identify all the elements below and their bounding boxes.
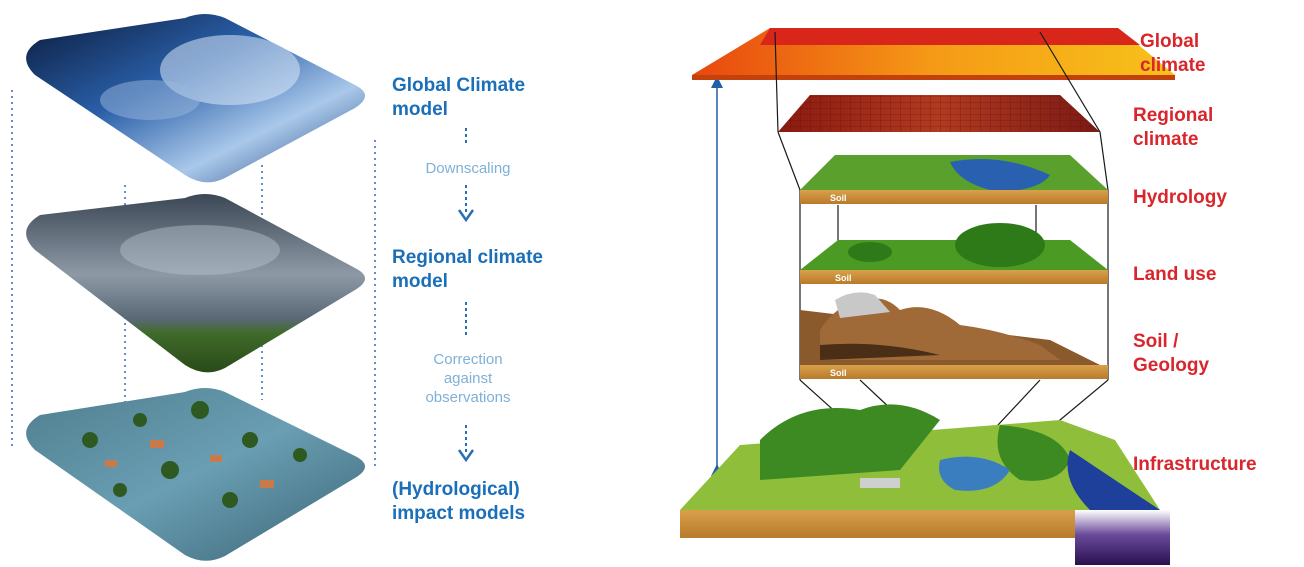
label-regional-climate: Regional climate xyxy=(1133,105,1214,150)
label-land-use: Land use xyxy=(1133,264,1217,285)
soil-tag-hydrology: Soil xyxy=(830,193,847,203)
layer-photo-impact xyxy=(26,388,365,561)
layer-infrastructure xyxy=(680,404,1170,565)
label-soil-geology: Soil / Geology xyxy=(1133,331,1210,376)
layer-land-use: Soil xyxy=(800,223,1108,284)
layer-photo-regional xyxy=(26,194,365,373)
step-correction: Correction against observations xyxy=(425,351,511,406)
step-impact-models: (Hydrological) impact models xyxy=(392,479,526,524)
step-regional-climate-model: Regional climate model xyxy=(392,247,543,292)
step-global-climate-model: Global Climate model xyxy=(392,75,526,120)
layer-soil-geology: Soil xyxy=(800,292,1108,379)
soil-tag-soil-geology: Soil xyxy=(830,368,847,378)
layer-regional-climate xyxy=(778,95,1100,132)
step-downscaling: Downscaling xyxy=(425,160,511,177)
arrow-head-correction xyxy=(457,449,475,463)
layer-hydrology: Soil xyxy=(800,155,1108,204)
layer-photo-global xyxy=(26,14,365,183)
dotted-connectors xyxy=(11,90,376,470)
arrow-head-downscaling xyxy=(457,209,475,223)
label-global-climate: Global climate xyxy=(1140,31,1206,76)
label-infrastructure: Infrastructure xyxy=(1133,454,1257,475)
soil-tag-land-use: Soil xyxy=(835,273,852,283)
label-hydrology: Hydrology xyxy=(1133,187,1227,208)
layer-global-climate xyxy=(692,28,1175,80)
